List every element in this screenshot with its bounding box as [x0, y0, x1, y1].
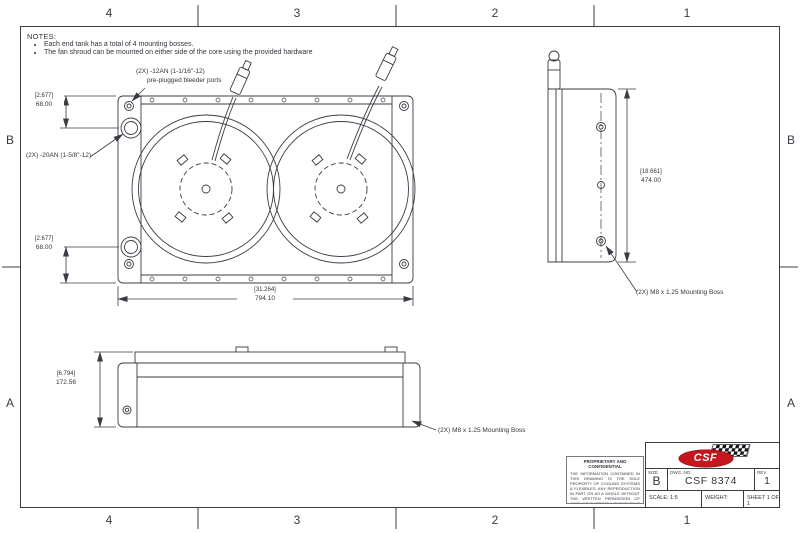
- zone-label-right-b: B: [786, 133, 795, 147]
- dim-inches: [18.661]: [630, 169, 672, 177]
- csf-logo-oval: CSF: [678, 449, 733, 467]
- inlet-port-callout: (2X) -20AN (1-5/8"-12): [26, 152, 92, 159]
- title-block-scale-row: SCALE: 1:5 WEIGHT: SHEET 1 OF 1: [646, 490, 779, 507]
- note-item: The fan shroud can be mounted on either …: [44, 49, 313, 56]
- side-mounting-bosses: [596, 122, 606, 246]
- title-block: CSF SIZE B DWG. NO. CSF 8374 REV 1 SCALE…: [645, 442, 780, 508]
- rev-cell: REV 1: [755, 469, 779, 490]
- zone-label-left-a: A: [5, 396, 14, 410]
- proprietary-note: PROPRIETARY AND CONFIDENTIAL THE INFORMA…: [566, 456, 644, 504]
- zone-label-bottom-2: 2: [491, 513, 499, 527]
- rev-label: REV: [757, 470, 767, 476]
- fan-left-wire-connector: [211, 59, 252, 162]
- dim-inches: [6.794]: [40, 371, 92, 379]
- notes-list: Each end tank has a total of 4 mounting …: [44, 41, 313, 57]
- zone-label-top-3: 3: [293, 6, 301, 20]
- size-label: SIZE: [648, 470, 659, 476]
- dim-mm: 68.00: [24, 243, 64, 253]
- notes-heading: NOTES:: [27, 32, 57, 41]
- sheet-cell: SHEET 1 OF 1: [747, 495, 779, 507]
- fan-right: [266, 114, 416, 264]
- bleeder-port-callout-line2: pre-plugged bleeder ports: [147, 77, 222, 84]
- title-block-id-row: SIZE B DWG. NO. CSF 8374 REV 1: [646, 468, 779, 490]
- dim-overall-height: [18.661] 474.00: [630, 169, 672, 186]
- bottom-view-dimensions: [94, 351, 437, 431]
- side-view-dimensions: [605, 88, 638, 293]
- fan-right-wire-connector: [346, 46, 399, 161]
- dim-inches: [31.264]: [237, 287, 293, 295]
- bleeder-port-callout-line1: (2X) -12AN (1-1/16"-12): [136, 68, 205, 75]
- dim-mm: 68.00: [24, 100, 64, 110]
- shroud-screws: [149, 97, 386, 282]
- scale-cell: SCALE: 1:5: [646, 491, 702, 507]
- zone-label-top-4: 4: [105, 6, 113, 20]
- note-item: Each end tank has a total of 4 mounting …: [44, 41, 313, 48]
- dim-inches: [2.677]: [24, 93, 64, 101]
- csf-logo: CSF: [675, 443, 751, 468]
- zone-label-top-2: 2: [491, 6, 499, 20]
- zone-label-bottom-1: 1: [683, 513, 691, 527]
- left-tank-ports: [120, 101, 142, 269]
- dim-inches: [2.677]: [24, 236, 64, 244]
- sheet-frame: [2, 5, 798, 529]
- weight-cell: WEIGHT:: [702, 491, 744, 507]
- dim-mm: 474.00: [630, 176, 672, 186]
- right-tank-bosses: [399, 101, 409, 269]
- csf-logo-text: CSF: [693, 452, 718, 465]
- dwg-no-value: CSF 8374: [684, 475, 738, 488]
- zone-label-bottom-4: 4: [105, 513, 113, 527]
- dwg-no-cell: DWG. NO. CSF 8374: [668, 469, 755, 490]
- dim-bottom-port-offset: [2.677] 68.00: [24, 236, 64, 253]
- bottom-view: [117, 346, 421, 428]
- bottom-mounting-boss-callout: (2X) M8 x 1.25 Mounting Boss: [438, 427, 526, 434]
- side-mounting-boss-callout: (2X) M8 x 1.25 Mounting Boss: [636, 289, 724, 296]
- zone-label-bottom-3: 3: [293, 513, 301, 527]
- zone-label-left-b: B: [5, 133, 14, 147]
- dim-top-port-offset: [2.677] 68.00: [24, 93, 64, 110]
- rev-value: 1: [764, 475, 770, 488]
- side-view: [547, 50, 617, 263]
- title-block-logo-row: CSF: [646, 443, 779, 468]
- dwg-no-label: DWG. NO.: [670, 470, 692, 476]
- size-value: B: [652, 474, 661, 489]
- front-view: [117, 46, 416, 284]
- zone-label-right-a: A: [786, 396, 795, 410]
- dim-mm: 172.56: [40, 378, 92, 388]
- dim-overall-depth: [6.794] 172.56: [40, 371, 92, 388]
- proprietary-title: PROPRIETARY AND CONFIDENTIAL: [583, 459, 627, 470]
- dim-overall-width: [31.264] 794.10: [237, 287, 293, 304]
- proprietary-body: THE INFORMATION CONTAINED IN THIS DRAWIN…: [570, 470, 640, 504]
- zone-label-top-1: 1: [683, 6, 691, 20]
- size-cell: SIZE B: [646, 469, 668, 490]
- dim-mm: 794.10: [237, 294, 293, 304]
